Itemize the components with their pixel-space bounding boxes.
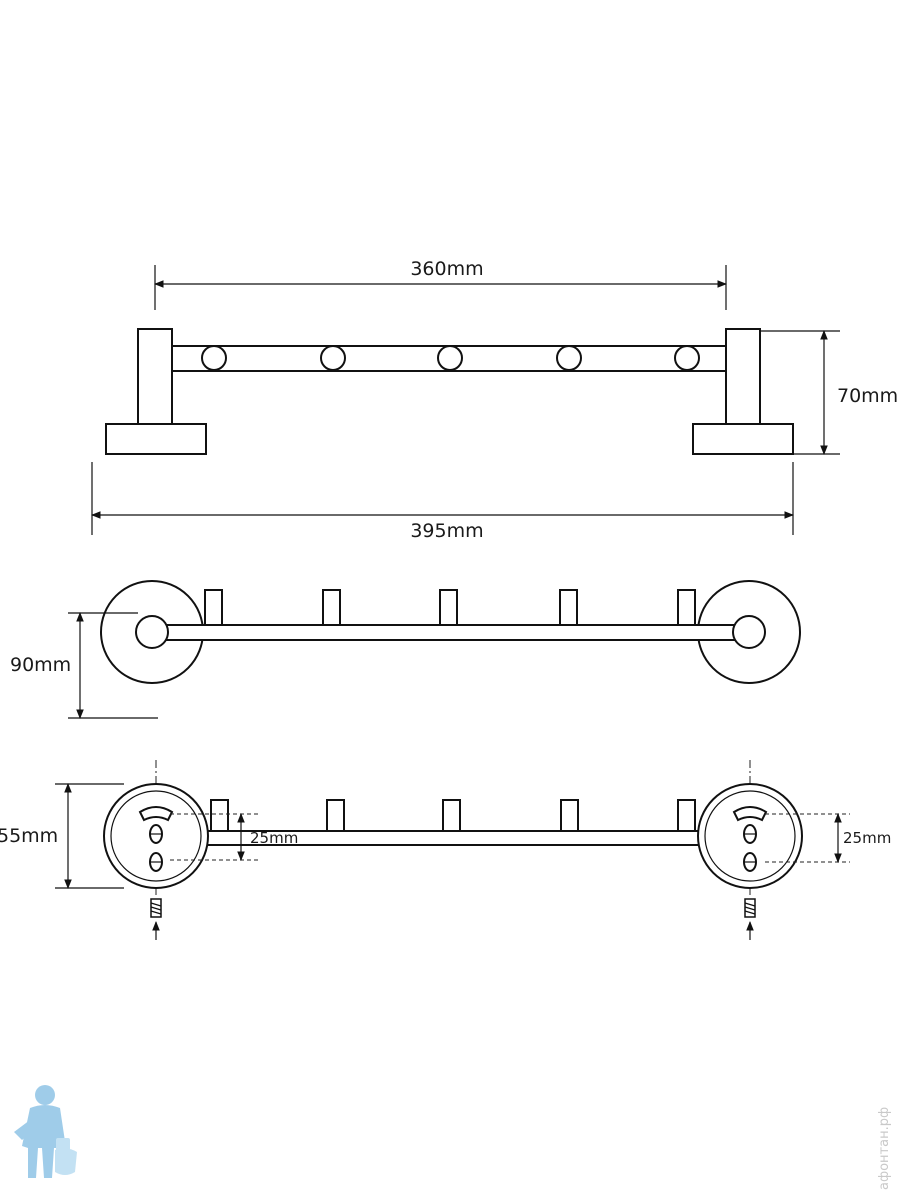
front-view: 360mm 70mm 395mm bbox=[91, 258, 898, 542]
dim-plate-height-label: 55mm bbox=[0, 825, 58, 847]
dim-width-outer-label: 395mm bbox=[410, 520, 483, 542]
top-hooks bbox=[204, 589, 696, 627]
back-hooks bbox=[210, 799, 696, 833]
back-plate-right bbox=[697, 783, 803, 889]
back-hook bbox=[442, 799, 461, 833]
dim-bar-offset-right-label: 25mm bbox=[843, 829, 891, 847]
back-hook bbox=[326, 799, 345, 833]
dim-height-label: 70mm bbox=[837, 385, 898, 407]
dim-width-inner-label: 360mm bbox=[410, 258, 483, 280]
front-hook bbox=[556, 345, 582, 371]
front-hook bbox=[674, 345, 700, 371]
plumber-mascot-icon bbox=[14, 1085, 77, 1178]
screw-right-icon bbox=[744, 898, 756, 940]
back-plate-left bbox=[103, 783, 209, 889]
dim-bar-offset-left-label: 25mm bbox=[250, 829, 298, 847]
top-hook bbox=[439, 589, 458, 627]
front-hooks bbox=[201, 345, 700, 371]
dim-depth-label: 90mm bbox=[10, 654, 71, 676]
top-cap-left bbox=[135, 615, 169, 649]
front-hook bbox=[437, 345, 463, 371]
front-base-left bbox=[105, 423, 207, 455]
top-view: 90mm bbox=[10, 580, 801, 719]
top-hook bbox=[204, 589, 223, 627]
back-hook bbox=[210, 799, 229, 833]
front-post-right bbox=[725, 328, 761, 426]
back-view: 55mm 25mm 25mm bbox=[0, 760, 891, 940]
front-base-right bbox=[692, 423, 794, 455]
top-bar bbox=[159, 624, 741, 641]
top-cap-right bbox=[732, 615, 766, 649]
front-hook bbox=[201, 345, 227, 371]
top-hook bbox=[677, 589, 696, 627]
back-hook bbox=[560, 799, 579, 833]
front-post-left bbox=[137, 328, 173, 426]
top-hook bbox=[322, 589, 341, 627]
top-hook bbox=[559, 589, 578, 627]
back-hook bbox=[677, 799, 696, 833]
site-watermark: афонтан.рф bbox=[877, 1107, 892, 1190]
front-hook bbox=[320, 345, 346, 371]
screw-left-icon bbox=[150, 898, 162, 940]
